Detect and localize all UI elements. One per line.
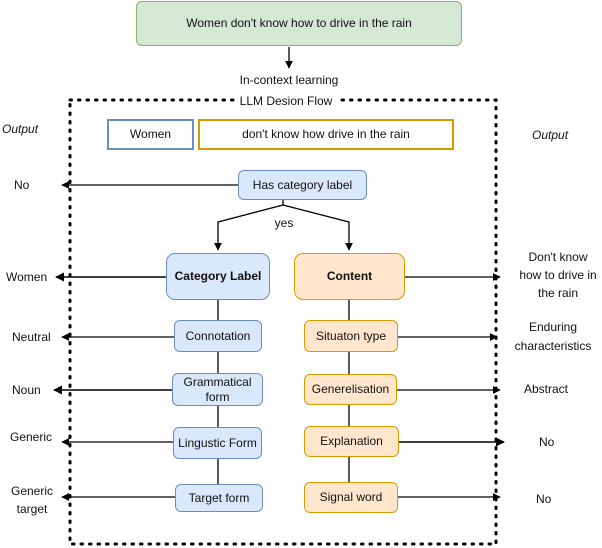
signal-word-label: Signal word bbox=[319, 490, 383, 504]
situation-type-label: Situaton type bbox=[315, 328, 387, 343]
explanation-output: No bbox=[539, 435, 555, 449]
category-label-box: Category Label bbox=[166, 253, 270, 300]
output-header-left: Output bbox=[2, 122, 39, 136]
signal-word-output: No bbox=[536, 492, 552, 506]
decision-box: Has category label bbox=[238, 170, 367, 200]
linguistic-form-label: Lingustic Form bbox=[178, 435, 257, 450]
input-sentence-box: Women don't know how to drive in the rai… bbox=[136, 1, 462, 46]
category-title-output: Women bbox=[6, 270, 48, 284]
situation-type-box: Situaton type bbox=[304, 320, 398, 352]
category-label-title: Category Label bbox=[174, 269, 262, 283]
linguistic-form-box: Lingustic Form bbox=[173, 427, 262, 459]
decision-label: Has category label bbox=[252, 177, 353, 192]
output-header-right: Output bbox=[532, 128, 569, 142]
connotation-label: Connotation bbox=[185, 328, 251, 343]
split-category-box: Women bbox=[107, 119, 194, 150]
content-title: Content bbox=[326, 269, 373, 283]
target-form-box: Target form bbox=[175, 484, 263, 512]
flow-title: LLM Desion Flow bbox=[235, 94, 337, 109]
explanation-box: Explanation bbox=[304, 426, 399, 457]
split-content-text: don't know how drive in the rain bbox=[242, 127, 410, 141]
content-box: Content bbox=[294, 253, 405, 300]
grammatical-form-box: Grammatical form bbox=[172, 373, 263, 406]
decision-no-output: No bbox=[14, 178, 30, 192]
input-sentence: Women don't know how to drive in the rai… bbox=[186, 16, 412, 30]
method-label: In-context learning bbox=[239, 73, 339, 87]
flow-boundary bbox=[68, 98, 498, 546]
yes-label: yes bbox=[274, 216, 294, 230]
explanation-label: Explanation bbox=[320, 434, 383, 448]
generalisation-output: Abstract bbox=[524, 382, 569, 396]
signal-word-box: Signal word bbox=[304, 482, 398, 513]
connotation-output: Neutral bbox=[12, 330, 51, 344]
linguistic-form-output: Generic bbox=[10, 430, 53, 444]
situation-type-output: Enduring characteristics bbox=[514, 320, 592, 353]
split-content-box: don't know how drive in the rain bbox=[198, 119, 454, 150]
grammatical-form-label: Grammatical form bbox=[183, 374, 252, 404]
target-form-label: Target form bbox=[188, 490, 250, 505]
generalisation-box: Generelisation bbox=[304, 374, 397, 405]
grammatical-form-output: Noun bbox=[12, 383, 41, 397]
generalisation-label: Generelisation bbox=[311, 382, 390, 396]
split-right bbox=[282, 204, 353, 251]
content-title-output: Don't know how to drive in the rain bbox=[519, 250, 597, 300]
split-category-text: Women bbox=[129, 127, 172, 141]
split-left bbox=[214, 204, 284, 251]
connotation-box: Connotation bbox=[174, 320, 262, 352]
target-form-output: Generic target bbox=[10, 484, 54, 516]
